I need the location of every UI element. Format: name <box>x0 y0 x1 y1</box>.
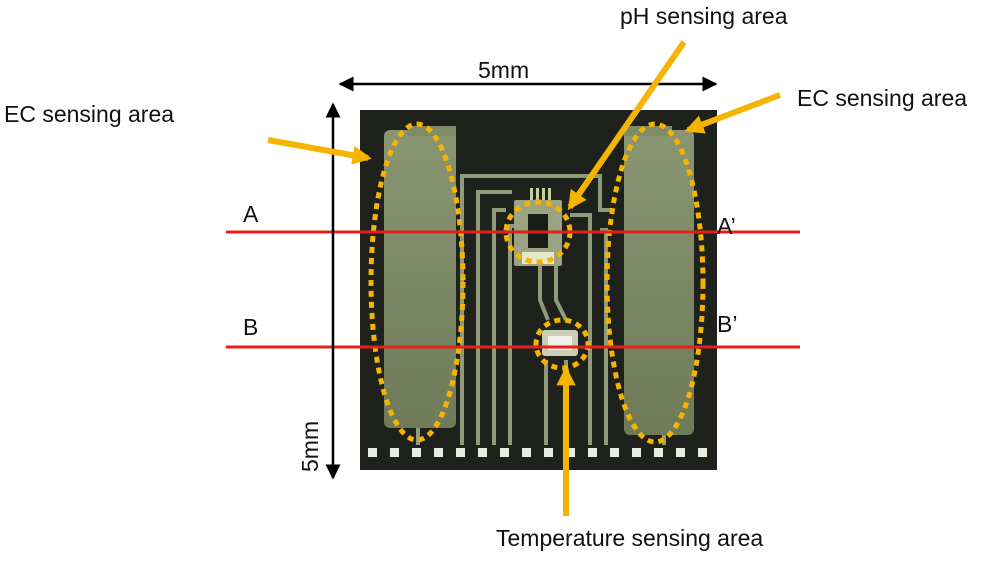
section-a-start-label: A <box>243 201 259 227</box>
ec-electrode-left <box>384 130 456 428</box>
ec-left-label: EC sensing area <box>4 101 174 127</box>
section-b-start-label: B <box>243 314 258 340</box>
ec-electrode-right-tab <box>624 126 672 136</box>
temperature-label: Temperature sensing area <box>496 525 763 551</box>
height-dimension-label: 5mm <box>297 421 323 472</box>
ec-right-label: EC sensing area <box>797 85 967 111</box>
ph-callout-arrow <box>567 40 687 211</box>
width-dimension-label: 5mm <box>478 57 529 83</box>
ec-right-highlight <box>604 121 706 445</box>
section-b-end-label: B’ <box>717 311 737 337</box>
section-lines <box>226 230 800 349</box>
ec-electrode-left-tab <box>408 126 456 136</box>
chip-photo <box>360 110 717 470</box>
section-a-end-label: A’ <box>717 213 736 239</box>
ec-right-callout-arrow <box>684 92 782 134</box>
ec-electrode-right <box>624 130 694 435</box>
ph-sensor-fingers <box>530 188 551 200</box>
temperature-highlight <box>533 317 591 371</box>
callout-arrows <box>267 40 782 516</box>
ph-label: pH sensing area <box>620 3 788 29</box>
ec-left-highlight <box>368 121 466 443</box>
bond-pads <box>368 448 707 457</box>
ec-left-callout-arrow <box>267 137 372 165</box>
